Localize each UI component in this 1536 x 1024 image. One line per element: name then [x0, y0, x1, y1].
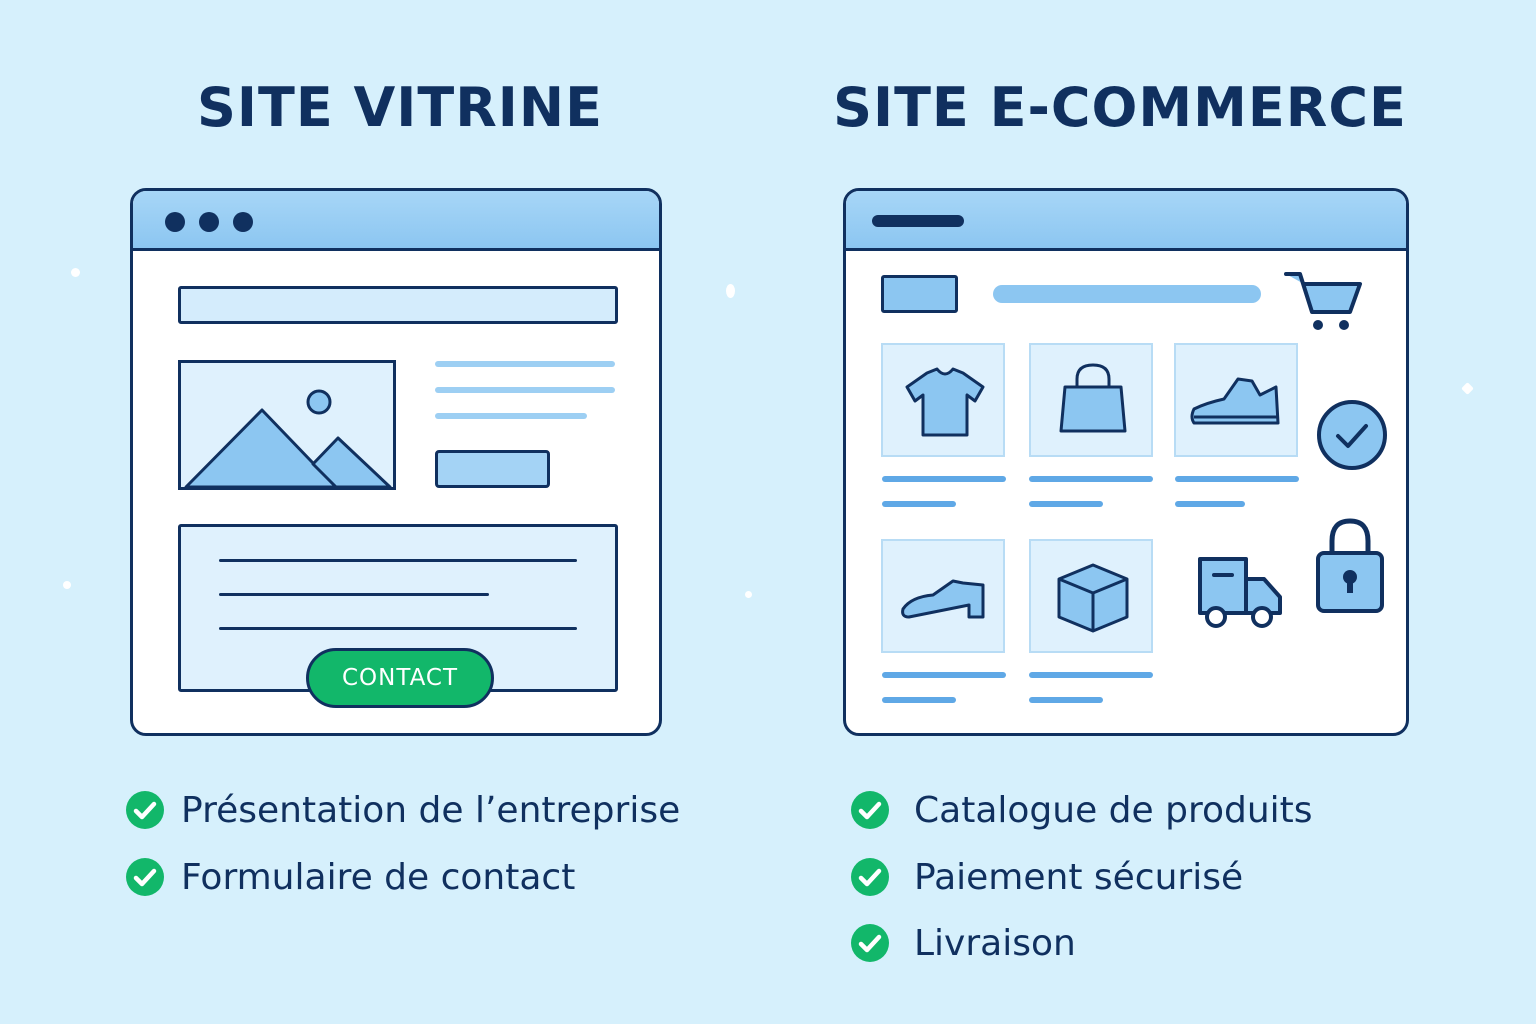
- logo-placeholder: [881, 275, 958, 313]
- product-name-line: [882, 476, 1006, 482]
- feature-label: Formulaire de contact: [181, 856, 576, 898]
- product-card[interactable]: [881, 539, 1005, 653]
- form-line: [219, 593, 489, 596]
- window-title-bar: [846, 191, 1406, 251]
- ecommerce-title: SITE E-COMMERCE: [833, 76, 1407, 139]
- form-line: [219, 627, 577, 630]
- product-card[interactable]: [1174, 343, 1298, 457]
- button-placeholder: [435, 450, 550, 488]
- window-title-bar: [133, 191, 659, 251]
- product-price-line: [1029, 501, 1103, 507]
- image-placeholder-icon: [178, 360, 396, 490]
- feature-item: Formulaire de contact: [125, 851, 575, 903]
- product-price-line: [882, 697, 956, 703]
- shopping-cart-icon[interactable]: [1280, 268, 1366, 332]
- dress-shoe-icon: [901, 579, 985, 619]
- product-price-line: [882, 501, 956, 507]
- ecommerce-browser-window: [843, 188, 1409, 736]
- address-bar: [872, 215, 964, 227]
- product-name-line: [1029, 672, 1153, 678]
- padlock-icon: [1316, 518, 1384, 613]
- sparkle: [745, 591, 752, 598]
- sparkle: [1461, 382, 1474, 395]
- check-icon: [126, 858, 164, 896]
- check-icon: [851, 791, 889, 829]
- product-name-line: [1175, 476, 1299, 482]
- feature-item: Catalogue de produits: [850, 784, 1313, 836]
- product-name-line: [882, 672, 1006, 678]
- sparkle: [726, 284, 735, 298]
- feature-label: Paiement sécurisé: [914, 856, 1244, 898]
- feature-item: Livraison: [850, 917, 1076, 969]
- header-bar: [178, 286, 618, 324]
- feature-item: Paiement sécurisé: [850, 851, 1243, 903]
- form-line: [219, 559, 577, 562]
- box-icon: [1057, 563, 1129, 633]
- text-line: [435, 387, 615, 393]
- check-icon: [126, 791, 164, 829]
- feature-label: Catalogue de produits: [914, 789, 1313, 831]
- check-circle-icon: [1317, 400, 1387, 470]
- product-card[interactable]: [881, 343, 1005, 457]
- feature-item: Présentation de l’entreprise: [125, 784, 680, 836]
- sparkle: [71, 268, 80, 277]
- window-dot-icon: [199, 212, 219, 232]
- window-dot-icon: [165, 212, 185, 232]
- shopping-bag-icon: [1059, 363, 1127, 433]
- text-line: [435, 361, 615, 367]
- feature-label: Livraison: [914, 922, 1076, 964]
- feature-label: Présentation de l’entreprise: [181, 789, 681, 831]
- contact-button[interactable]: CONTACT: [306, 648, 494, 708]
- check-icon: [851, 858, 889, 896]
- vitrine-title: SITE VITRINE: [197, 76, 603, 139]
- tshirt-icon: [905, 367, 985, 437]
- window-dot-icon: [233, 212, 253, 232]
- check-icon: [851, 924, 889, 962]
- product-price-line: [1175, 501, 1245, 507]
- sparkle: [63, 581, 71, 589]
- search-bar: [993, 285, 1261, 303]
- delivery-truck-icon: [1198, 557, 1282, 628]
- product-card[interactable]: [1029, 539, 1153, 653]
- text-line: [435, 413, 587, 419]
- product-price-line: [1029, 697, 1103, 703]
- product-card[interactable]: [1029, 343, 1153, 457]
- sneaker-icon: [1190, 377, 1280, 425]
- product-name-line: [1029, 476, 1153, 482]
